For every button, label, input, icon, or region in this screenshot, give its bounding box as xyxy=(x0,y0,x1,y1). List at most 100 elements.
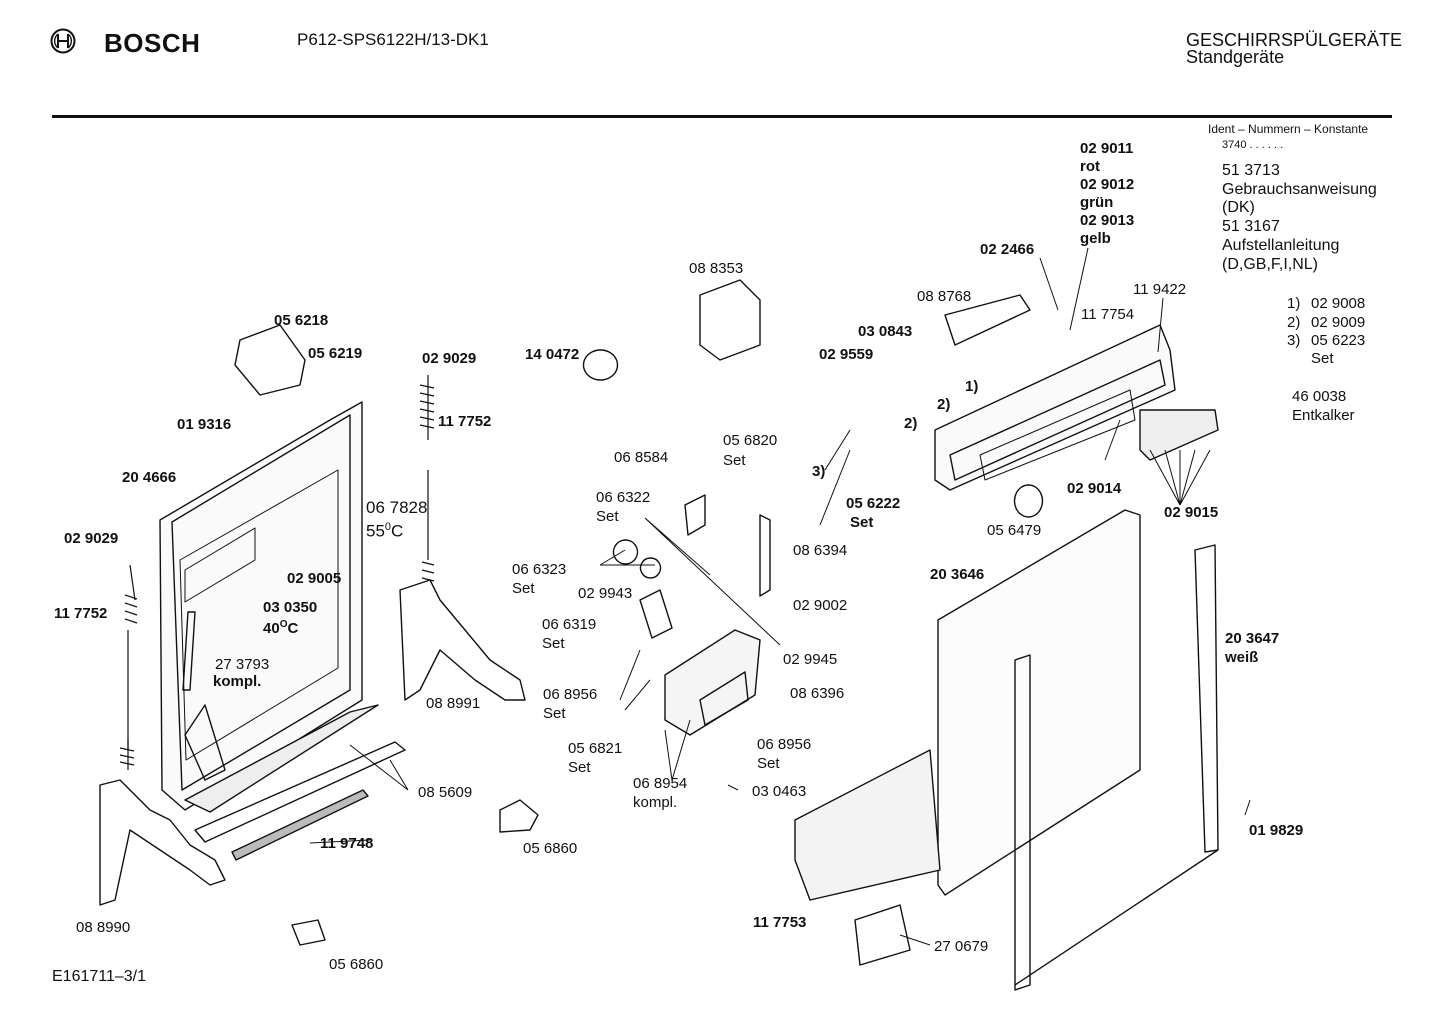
spring-part xyxy=(119,375,435,770)
info-line: 51 3167 xyxy=(1222,218,1280,235)
switch-block-part xyxy=(944,294,1031,346)
part-label: kompl. xyxy=(633,794,678,811)
part-label: 27 3793 xyxy=(215,656,270,673)
part-label: 05 6820 xyxy=(723,432,778,449)
part-label: 08 6396 xyxy=(790,685,845,702)
part-label: 02 2466 xyxy=(980,241,1035,258)
knob-part xyxy=(582,349,619,381)
part-label: 06 8954 xyxy=(633,775,688,792)
part-label: 03 0843 xyxy=(858,323,913,340)
part-label: 02 9012 xyxy=(1080,176,1135,193)
part-label: 06 7828 xyxy=(366,498,428,517)
info-line: Aufstellanleitung xyxy=(1222,237,1340,254)
leader-lines xyxy=(309,247,1251,946)
part-label: 05 6860 xyxy=(329,956,384,973)
part-label: 05 6222 xyxy=(846,495,901,512)
part-label: Set xyxy=(543,705,566,722)
part-label: 02 9015 xyxy=(1164,504,1219,521)
part-label: 03 0350 xyxy=(263,599,318,616)
info-line: Gebrauchsanweisung xyxy=(1222,181,1377,198)
part-label: 05 6219 xyxy=(308,345,363,362)
header-rule xyxy=(52,115,1392,118)
info-line: (DK) xyxy=(1222,199,1255,216)
hinge-part xyxy=(99,779,226,906)
temp-label: 40OC xyxy=(263,616,298,637)
note-marker: 1) xyxy=(965,378,979,395)
part-label: 06 8584 xyxy=(614,449,669,466)
part-label: rot xyxy=(1080,158,1100,175)
part-label: Set xyxy=(542,635,565,652)
part-label: 01 9829 xyxy=(1249,822,1304,839)
door-brace-part xyxy=(184,704,226,781)
part-label: 05 6860 xyxy=(523,840,578,857)
note-marker: 2) xyxy=(937,396,951,413)
part-label: 06 6322 xyxy=(596,489,651,506)
note-marker: 2) xyxy=(904,415,918,432)
part-label: 20 3647 xyxy=(1225,630,1280,647)
part-label: kompl. xyxy=(213,673,262,690)
part-label: Set xyxy=(568,759,591,776)
bracket-part xyxy=(854,904,911,966)
extra-part: 46 0038 xyxy=(1292,388,1347,405)
part-label: 06 6319 xyxy=(542,616,597,633)
part-label: 20 4666 xyxy=(122,469,177,486)
note-marker: 3) xyxy=(812,463,826,480)
part-label: 11 7753 xyxy=(753,914,807,931)
kickplate-part xyxy=(794,749,941,901)
note-number: 1) xyxy=(1287,295,1301,312)
part-label: 27 0679 xyxy=(934,938,989,955)
part-label: 06 8956 xyxy=(757,736,812,753)
temp-value: 55 xyxy=(366,521,385,541)
temp-value: 40 xyxy=(263,620,280,637)
part-label: 20 3646 xyxy=(930,566,985,583)
part-label: 11 7754 xyxy=(1081,306,1135,323)
part-label: 02 9559 xyxy=(819,346,874,363)
part-label: 02 9002 xyxy=(793,597,848,614)
hinge-part xyxy=(399,579,526,701)
part-label: 01 9316 xyxy=(177,416,232,433)
temp-unit: C xyxy=(391,521,404,541)
part-label: Set xyxy=(596,508,619,525)
note-number: 3) xyxy=(1287,332,1301,349)
note-part: 02 9009 xyxy=(1311,314,1366,331)
part-label: 02 9945 xyxy=(783,651,838,668)
part-label: 11 9422 xyxy=(1133,281,1187,298)
part-label: 08 8990 xyxy=(76,919,131,936)
foot-part xyxy=(291,919,326,946)
part-label: 02 9013 xyxy=(1080,212,1135,229)
part-label: Set xyxy=(512,580,535,597)
note-number: 2) xyxy=(1287,314,1301,331)
part-label: 11 7752 xyxy=(438,413,492,430)
part-label: Set xyxy=(757,755,780,772)
note-part: 05 6223 xyxy=(1311,332,1366,349)
part-label: 08 6394 xyxy=(793,542,848,559)
part-label: 14 0472 xyxy=(525,346,580,363)
part-label: 05 6218 xyxy=(274,312,329,329)
ident-title: Ident – Nummern – Konstante xyxy=(1208,122,1369,136)
model-number: P612-SPS6122H/13-DK1 xyxy=(297,30,489,49)
part-label: grün xyxy=(1080,194,1114,211)
door-frame-part xyxy=(159,401,363,811)
ident-value: 3740 . . . . . . xyxy=(1222,139,1284,151)
part-label: 02 9011 xyxy=(1080,140,1134,157)
category-title: GESCHIRRSPÜLGERÄTE xyxy=(1186,30,1403,50)
part-label: weiß xyxy=(1225,649,1259,666)
part-label: 02 9943 xyxy=(578,585,633,602)
part-label: 05 6479 xyxy=(987,522,1042,539)
part-label: 08 8991 xyxy=(426,695,481,712)
part-label: 11 9748 xyxy=(320,835,374,852)
latch-part xyxy=(234,324,306,396)
temp-label: 550C xyxy=(366,519,403,540)
bosch-logo-icon xyxy=(50,28,76,54)
part-label: 02 9005 xyxy=(287,570,342,587)
temp-unit: C xyxy=(287,620,299,637)
part-label: gelb xyxy=(1080,230,1111,247)
note-suffix: Set xyxy=(1311,350,1334,367)
part-label: 08 8768 xyxy=(917,288,972,305)
part-label: 02 9029 xyxy=(64,530,119,547)
part-label: 11 7752 xyxy=(54,605,108,622)
part-label: 03 0463 xyxy=(752,783,807,800)
outer-door-panel-part xyxy=(937,509,1219,991)
part-label: 06 6323 xyxy=(512,561,567,578)
